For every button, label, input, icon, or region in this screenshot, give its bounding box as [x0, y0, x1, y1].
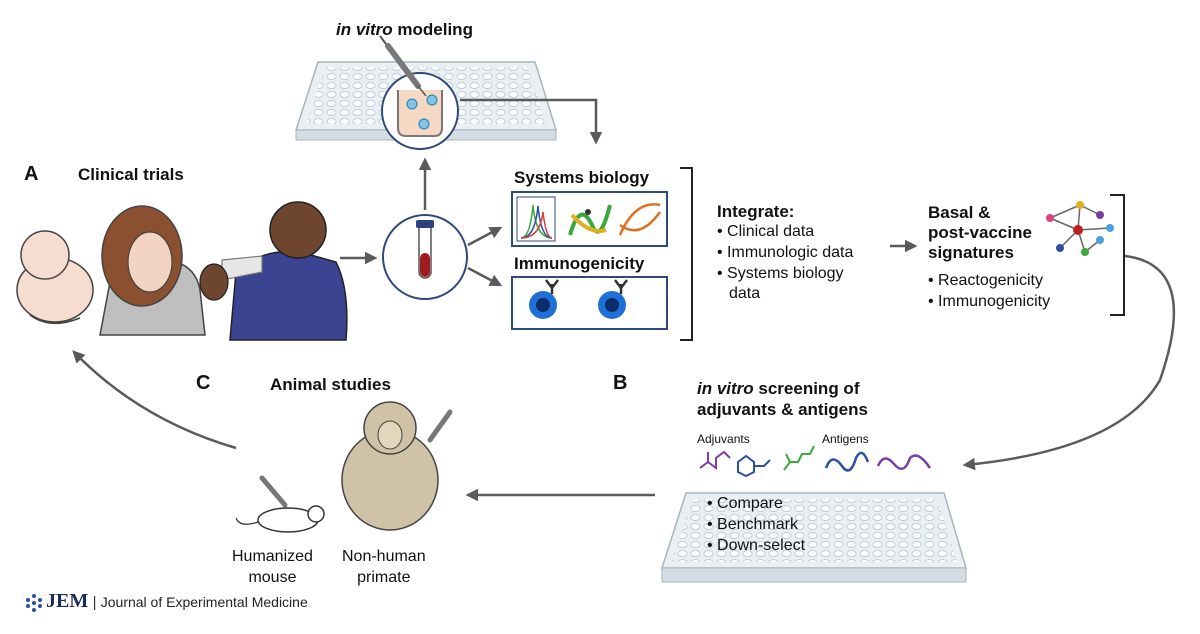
blood-sample-tube: [382, 214, 468, 300]
bracket-signatures: [1110, 194, 1125, 316]
woman-illustration: [99, 205, 206, 336]
signatures-list: Reactogenicity Immunogenicity: [928, 270, 1050, 312]
primate-label-line: primate: [357, 569, 411, 586]
immunogenicity-title: Immunogenicity: [514, 254, 645, 273]
dna-icon: [618, 203, 662, 236]
magnified-well: [381, 72, 459, 150]
integrate-list: Clinical data Immunologic data Systems b…: [717, 221, 853, 284]
integrate-title: Integrate:: [717, 202, 795, 221]
arrow-animals-to-clinical: [72, 350, 237, 450]
network-icon: [1046, 201, 1114, 256]
panel-c-letter: C: [196, 372, 211, 394]
adjuvant-molecule-icon: [699, 445, 815, 478]
arrow-tube-to-systems: [467, 226, 503, 247]
journal-footer: JEM | Journal of Experimental Medicine: [46, 590, 308, 613]
jem-logo-text: JEM: [46, 590, 89, 612]
integrate-item: Clinical data: [717, 221, 853, 242]
panel-c-title: Animal studies: [270, 375, 391, 394]
systems-biology-title: Systems biology: [514, 168, 650, 187]
footer-divider: |: [92, 594, 101, 611]
jem-logo-icon: [26, 594, 42, 612]
mouse-label: Humanized mouse: [232, 546, 313, 588]
arrow-plate-to-systems: [460, 98, 603, 145]
integrate-item: Systems biology: [717, 263, 853, 284]
arrow-signatures-to-screening: [962, 254, 1176, 471]
integrate-item: Immunologic data: [717, 242, 853, 263]
adjuvants-label: Adjuvants: [697, 432, 750, 446]
signatures-title: Basal & post-vaccine signatures: [928, 203, 1032, 263]
b-cell-antibody-icon: [598, 279, 628, 319]
systems-biology-box: [511, 191, 668, 247]
panel-a-letter: A: [24, 163, 39, 185]
in-vitro-modeling-rest: modeling: [392, 20, 473, 39]
journal-name: Journal of Experimental Medicine: [100, 594, 308, 610]
mouse-illustration: [235, 475, 325, 533]
plate-action-item: Compare: [707, 493, 805, 514]
primate-illustration: [341, 401, 453, 531]
bracket-right: [680, 167, 693, 341]
flow-arrows: [72, 98, 1176, 502]
infant-illustration: [16, 230, 94, 324]
plate-action-item: Down-select: [707, 535, 805, 556]
primate-label: Non-human primate: [342, 546, 426, 588]
primate-label-line: Non-human: [342, 548, 426, 565]
panel-b-title-rest: screening of: [753, 379, 860, 398]
arrow-tube-to-immuno: [467, 266, 503, 287]
panel-b-title-line2: adjuvants & antigens: [697, 400, 868, 419]
antigens-label: Antigens: [822, 432, 869, 446]
panel-b-title-italic: in vitro: [697, 379, 754, 398]
man-illustration: [199, 201, 348, 341]
b-cell-antibody-icon: [529, 279, 559, 319]
in-vitro-modeling-title: in vitro modeling: [336, 20, 473, 40]
immunogenicity-box: [511, 276, 668, 330]
protein-structure-icon: [568, 204, 612, 236]
mouse-label-line: Humanized: [232, 548, 313, 565]
histogram-icon: [516, 196, 556, 242]
signatures-title-line: signatures: [928, 243, 1014, 262]
signatures-item: Immunogenicity: [928, 291, 1050, 312]
plate-actions-list: Compare Benchmark Down-select: [707, 493, 805, 556]
panel-b-title: in vitro screening of adjuvants & antige…: [697, 378, 868, 420]
panel-b-letter: B: [613, 372, 628, 394]
signatures-title-line: Basal &: [928, 203, 991, 222]
in-vitro-italic: in vitro: [336, 20, 393, 39]
integrate-item-continuation: data: [729, 285, 761, 302]
signatures-item: Reactogenicity: [928, 270, 1050, 291]
antigen-peptide-icon: [824, 451, 932, 472]
panel-a-title: Clinical trials: [78, 165, 184, 184]
syringe-icon: [379, 35, 427, 97]
plate-action-item: Benchmark: [707, 514, 805, 535]
mouse-label-line: mouse: [248, 569, 297, 586]
signatures-title-line: post-vaccine: [928, 223, 1032, 242]
